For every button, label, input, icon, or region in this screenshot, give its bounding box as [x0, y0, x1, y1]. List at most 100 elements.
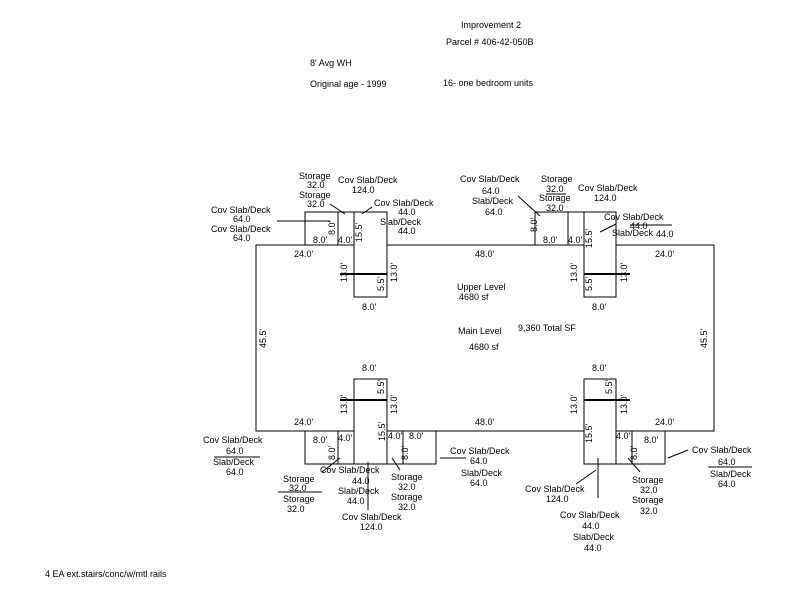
dim-4: 4.0' — [388, 431, 403, 441]
dim-8: 8.0' — [409, 431, 424, 441]
sf-124: 124.0 — [594, 193, 617, 203]
dim-8-top: 8.0' — [592, 363, 607, 373]
cov-slab-deck-label: Cov Slab/Deck — [374, 198, 434, 208]
sf-124: 124.0 — [360, 522, 383, 532]
dim-bottom-right-width: 24.0' — [655, 417, 675, 427]
dim-13-vertical-left: 13.0' — [569, 394, 579, 414]
deck-box-bottom-left-2 — [386, 430, 404, 465]
sf-44: 44.0 — [398, 207, 416, 217]
sf-64: 64.0 — [233, 214, 251, 224]
main-level-sf: 4680 sf — [469, 342, 499, 352]
storage-label: Storage — [391, 472, 423, 482]
sf-64: 64.0 — [226, 467, 244, 477]
dim-13-vertical-left: 13.0' — [569, 262, 579, 282]
dim-5-vertical: 5.5' — [604, 379, 614, 394]
stairs-note: 4 EA ext.stairs/conc/w/mtl rails — [45, 569, 167, 579]
storage-box-bottom-left-2 — [402, 430, 437, 465]
dim-8-vertical: 8.0' — [327, 220, 337, 235]
sf-44: 44.0 — [582, 521, 600, 531]
stair-box-bottom-left — [353, 378, 388, 465]
dim-top-mid-width: 48.0' — [475, 249, 495, 259]
dim-8: 8.0' — [313, 435, 328, 445]
dim-right-height: 45.5' — [699, 328, 709, 348]
storage-box-bottom-right — [631, 430, 666, 465]
sf-124: 124.0 — [546, 494, 569, 504]
cov-slab-deck-label: Cov Slab/Deck — [342, 512, 402, 522]
storage-sf: 32.0 — [640, 485, 658, 495]
dim-top-left-width: 24.0' — [294, 249, 314, 259]
sf-44: 44.0 — [630, 221, 648, 231]
cov-slab-deck-label: Cov Slab/Deck — [460, 174, 520, 184]
dim-8: 8.0' — [313, 235, 328, 245]
cov-slab-deck-label: Cov Slab/Deck — [203, 435, 263, 445]
storage-sf: 32.0 — [287, 504, 305, 514]
storage-label: Storage — [539, 193, 571, 203]
sf-64: 64.0 — [470, 456, 488, 466]
dim-13-vertical-left: 13.0' — [339, 262, 349, 282]
storage-sf: 32.0 — [307, 199, 325, 209]
main-building-outline — [255, 244, 715, 432]
dim-15-vertical: 15.5' — [354, 222, 364, 242]
leader-line — [321, 457, 341, 473]
leader-line — [667, 449, 689, 459]
leader-line — [575, 469, 597, 485]
cov-slab-deck-label: Cov Slab/Deck — [211, 224, 271, 234]
dim-13-vertical-right: 13.0' — [389, 394, 399, 414]
dim-5-vertical: 5.5' — [376, 276, 386, 291]
dim-4: 4.0' — [568, 235, 583, 245]
dim-8: 8.0' — [644, 435, 659, 445]
dim-bottom-left-width: 24.0' — [294, 417, 314, 427]
dim-8-bottom: 8.0' — [362, 302, 377, 312]
storage-label: Storage — [391, 492, 423, 502]
stair-box-top-left — [353, 211, 388, 298]
improvement-title: Improvement 2 — [461, 20, 521, 30]
sf-124: 124.0 — [352, 185, 375, 195]
storage-label: Storage — [299, 190, 331, 200]
storage-sf: 32.0 — [546, 203, 564, 213]
dim-5-vertical: 5.5' — [376, 379, 386, 394]
storage-label: Storage — [541, 174, 573, 184]
stair-box-bottom-right — [583, 378, 617, 465]
dim-top-right-width: 24.0' — [655, 249, 675, 259]
sf-44: 44.0 — [584, 543, 602, 553]
dim-left-height: 45.5' — [258, 328, 268, 348]
leader-line — [391, 457, 401, 471]
cov-slab-deck-label: Cov Slab/Deck — [320, 465, 380, 475]
slab-deck-label: Slab/Deck — [461, 468, 503, 478]
dim-8-vertical: 8.0' — [327, 445, 337, 460]
storage-label: Storage — [283, 474, 315, 484]
dim-15-vertical: 15.5' — [584, 423, 594, 443]
sf-64: 64.0 — [470, 478, 488, 488]
sf-44: 44.0 — [347, 496, 365, 506]
wall-height-note: 8' Avg WH — [310, 58, 352, 68]
slab-deck-label: Slab/Deck — [338, 486, 380, 496]
sf-64: 64.0 — [226, 446, 244, 456]
cov-slab-deck-label: Cov Slab/Deck — [211, 205, 271, 215]
storage-label: Storage — [299, 171, 331, 181]
dim-8: 8.0' — [543, 235, 558, 245]
storage-label: Storage — [632, 495, 664, 505]
upper-level-label: Upper Level — [457, 282, 506, 292]
leader-line — [329, 203, 346, 215]
dim-4: 4.0' — [616, 431, 631, 441]
storage-box-bottom-left — [304, 430, 339, 465]
cov-slab-deck-label: Cov Slab/Deck — [578, 183, 638, 193]
storage-label: Storage — [632, 475, 664, 485]
sf-64: 64.0 — [718, 457, 736, 467]
dim-8-top: 8.0' — [362, 363, 377, 373]
dim-8-vertical: 8.0' — [629, 445, 639, 460]
main-level-label: Main Level — [458, 326, 502, 336]
sf-64: 64.0 — [485, 207, 503, 217]
slab-deck-label: Slab/Deck — [612, 228, 654, 238]
storage-box-top-right — [534, 211, 569, 246]
storage-sf: 32.0 — [398, 502, 416, 512]
cov-slab-deck-label: Cov Slab/Deck — [692, 445, 752, 455]
leader-line — [361, 206, 373, 215]
units-note: 16- one bedroom units — [443, 78, 534, 88]
dim-8-bottom: 8.0' — [592, 302, 607, 312]
dim-bottom-mid-width: 48.0' — [475, 417, 495, 427]
slab-deck-label: Slab/Deck — [380, 217, 422, 227]
storage-sf: 32.0 — [289, 483, 307, 493]
dim-13-vertical-left: 13.0' — [339, 394, 349, 414]
